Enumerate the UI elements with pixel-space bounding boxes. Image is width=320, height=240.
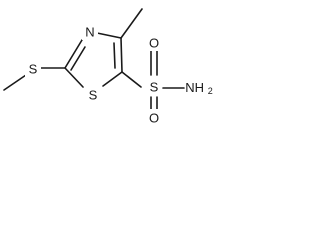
sulfonyl-sulfur-label: S (150, 80, 159, 95)
bond-c4-methyl (120, 8, 143, 39)
amine-label-text: NH (185, 80, 204, 95)
bond-c5-s1 (102, 71, 123, 87)
bond-n3-c4 (96, 32, 122, 39)
bond-s1-c2 (64, 67, 84, 88)
thioether-sulfur-label: S (29, 62, 38, 77)
atom-label-layer: N S S S O O NH 2 (25, 23, 213, 126)
amine-label: NH 2 (185, 80, 212, 97)
bond-c2-n3-double (70, 46, 86, 71)
ring-nitrogen-label: N (85, 25, 94, 40)
oxygen-top-label: O (149, 36, 159, 51)
bond-thioether-s-methyl (3, 74, 27, 91)
bond-c4-c5 (120, 37, 123, 73)
bond-c2-n3 (64, 39, 83, 69)
ring-sulfur-label: S (89, 88, 98, 103)
oxygen-bottom-label: O (149, 111, 159, 126)
bond-layer (3, 8, 185, 111)
chemical-structure-diagram: N S S S O O NH 2 (3, 8, 213, 126)
amine-subscript: 2 (208, 86, 213, 96)
bond-c5-sulfonyl-s (121, 71, 142, 88)
bond-c4-c5-double (113, 42, 116, 69)
